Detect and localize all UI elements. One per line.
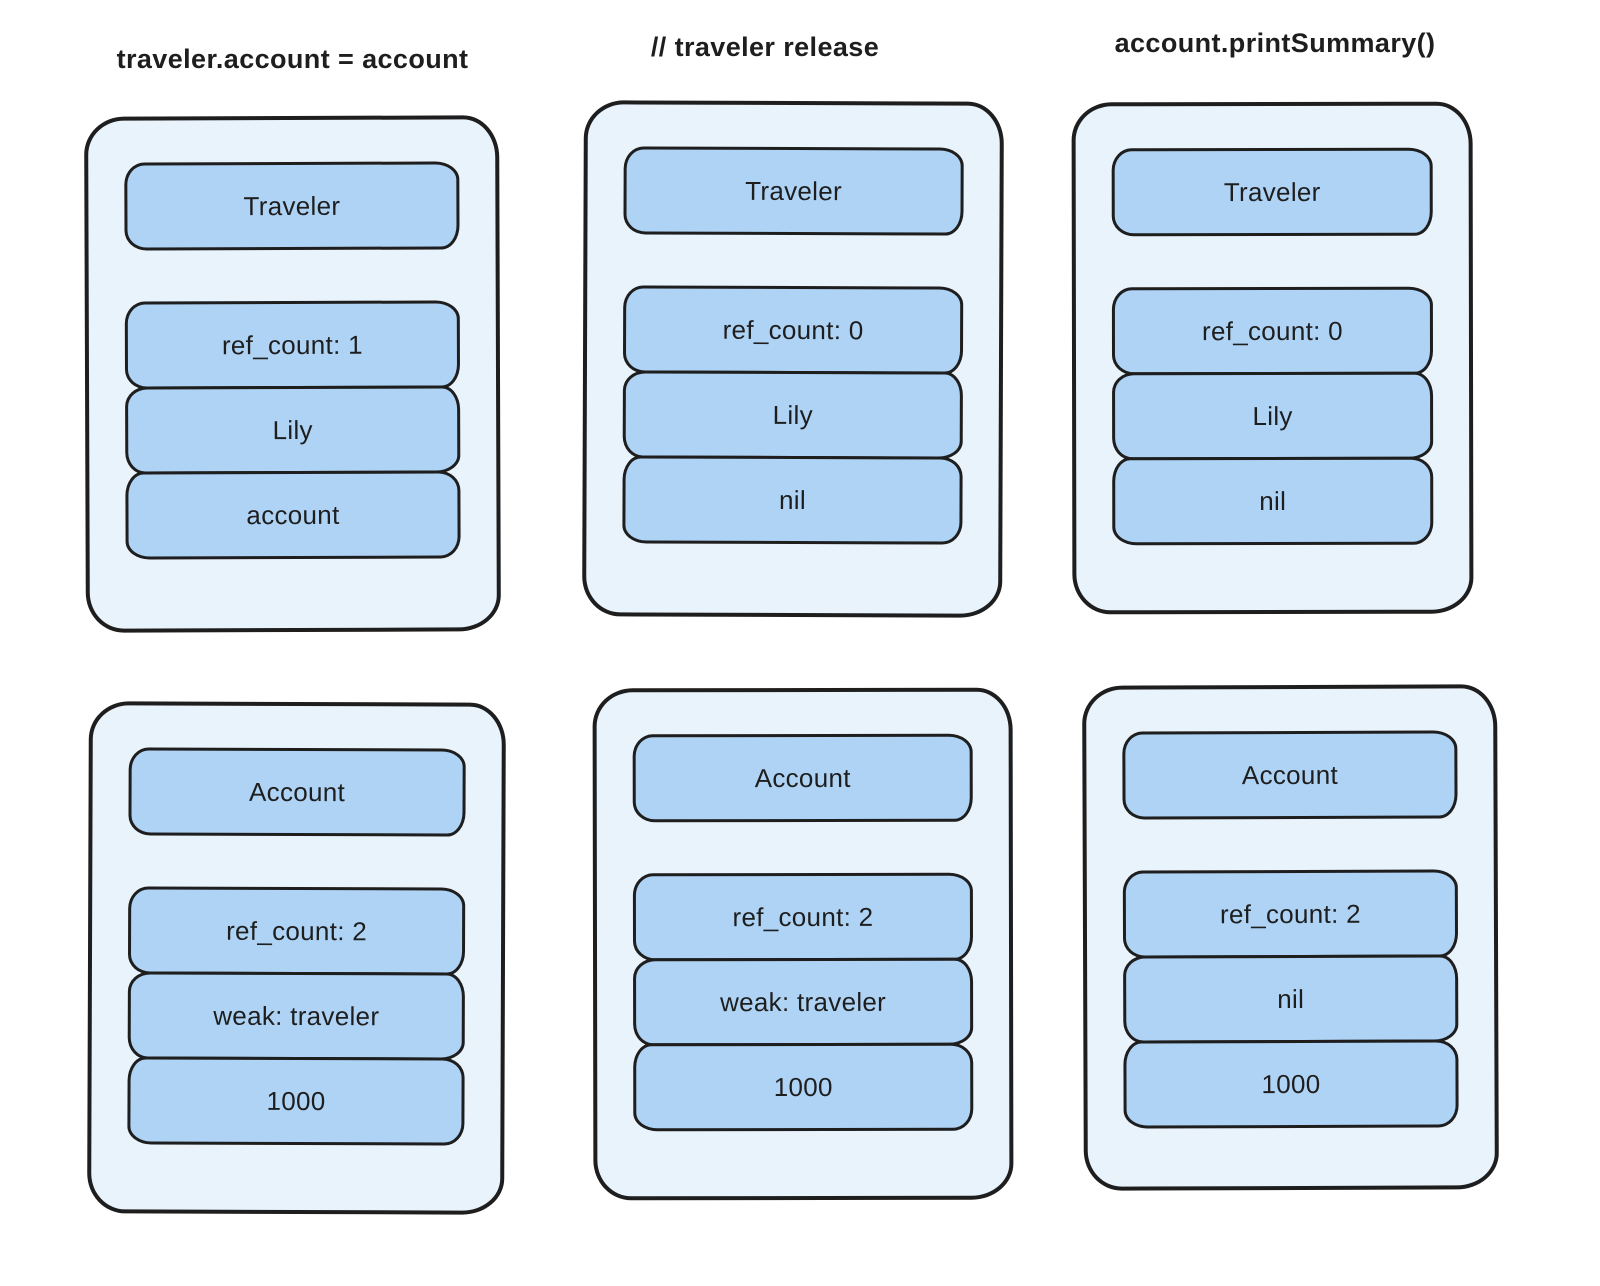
field-stack: ref_count: 2 weak: traveler 1000 [632, 872, 974, 1132]
weak-ref-box: weak: traveler [127, 971, 465, 1061]
ref-count-box: ref_count: 2 [1122, 869, 1459, 959]
weak-ref-box: weak: traveler [633, 957, 974, 1047]
step-3-header: account.printSummary() [1114, 28, 1436, 58]
account-ref-box: nil [1112, 456, 1434, 546]
ref-count-box: ref_count: 0 [622, 285, 964, 375]
field-stack: ref_count: 2 nil 1000 [1122, 869, 1459, 1129]
account-object-card-step-2: Account ref_count: 2 weak: traveler 1000 [592, 687, 1014, 1201]
ref-count-box: ref_count: 2 [632, 872, 974, 962]
traveler-object-card-step-2: Traveler ref_count: 0 Lily nil [582, 100, 1004, 618]
object-title-box: Account [1122, 730, 1458, 820]
object-title-box: Account [632, 733, 973, 823]
name-box: Lily [622, 370, 963, 460]
object-title-box: Traveler [1111, 147, 1433, 237]
account-ref-box: account [125, 470, 461, 560]
object-title-box: Traveler [623, 146, 964, 236]
ref-count-box: ref_count: 0 [1111, 286, 1434, 376]
field-stack: ref_count: 0 Lily nil [1111, 286, 1434, 546]
ref-count-box: ref_count: 2 [127, 886, 466, 976]
field-stack: ref_count: 2 weak: traveler 1000 [127, 886, 466, 1146]
field-stack: ref_count: 0 Lily nil [622, 285, 964, 545]
step-1-header: traveler.account = account [116, 44, 469, 74]
account-object-card-step-3: Account ref_count: 2 nil 1000 [1082, 684, 1499, 1191]
account-object-card-step-1: Account ref_count: 2 weak: traveler 1000 [87, 701, 506, 1215]
weak-ref-box: nil [1123, 954, 1459, 1044]
field-stack: ref_count: 1 Lily account [124, 300, 461, 560]
ref-count-box: ref_count: 1 [124, 300, 461, 390]
traveler-object-card-step-3: Traveler ref_count: 0 Lily nil [1071, 101, 1474, 615]
object-title-box: Account [128, 747, 466, 837]
balance-box: 1000 [127, 1056, 465, 1146]
name-box: Lily [125, 385, 461, 475]
balance-box: 1000 [633, 1042, 974, 1132]
step-2-header: // traveler release [650, 32, 880, 62]
account-ref-box: nil [622, 455, 963, 545]
object-title-box: Traveler [124, 161, 460, 251]
traveler-object-card-step-1: Traveler ref_count: 1 Lily account [84, 115, 501, 633]
balance-box: 1000 [1123, 1039, 1459, 1129]
name-box: Lily [1112, 371, 1434, 461]
